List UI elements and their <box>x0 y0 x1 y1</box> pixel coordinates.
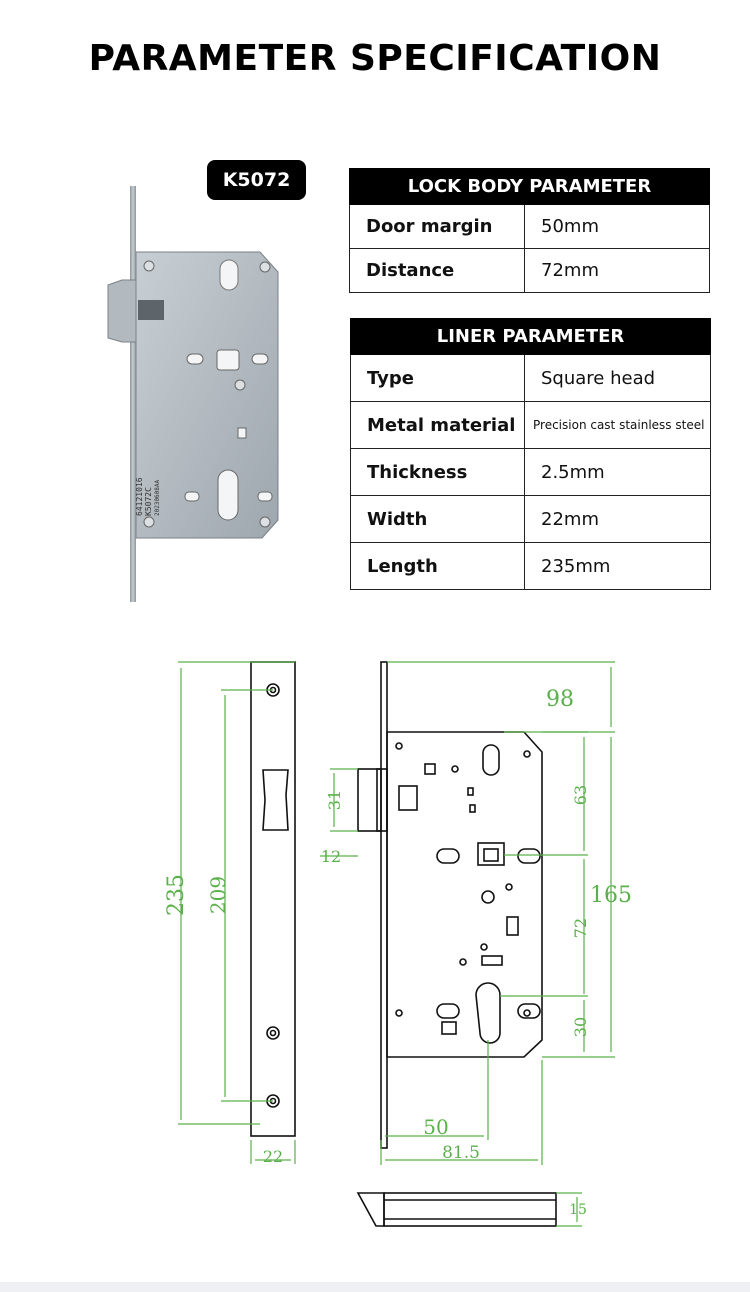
row-label: Metal material <box>350 401 525 449</box>
photo-stamp-2: K5072C <box>144 487 153 516</box>
photo-cylinder-hole <box>217 469 239 521</box>
table-row: Metal material Precision cast stainless … <box>350 401 711 449</box>
dim-81-5: 81.5 <box>442 1143 480 1163</box>
technical-drawing: 235 209 22 98 63 165 72 30 31 12 50 81.5… <box>164 661 632 1227</box>
table-row: Door margin 50mm <box>349 204 711 249</box>
dim-50: 50 <box>423 1115 448 1139</box>
dim-98: 98 <box>546 687 574 712</box>
lock-photo: 64121016 K5072C 20230608AA <box>107 186 279 602</box>
photo-spring <box>138 300 164 320</box>
row-value: 22mm <box>524 495 711 543</box>
dim-22: 22 <box>263 1147 283 1166</box>
side-faceplate <box>380 661 388 1149</box>
table-row: Thickness 2.5mm <box>350 448 711 496</box>
dim-72: 72 <box>571 918 590 938</box>
model-badge: K5072 <box>207 160 306 200</box>
dimension-lines <box>178 661 615 1227</box>
table-row: Distance 72mm <box>349 248 711 293</box>
photo-faceplate <box>130 186 136 602</box>
row-value: Square head <box>524 354 711 402</box>
row-label: Width <box>350 495 525 543</box>
cylinder-hole <box>475 982 501 1044</box>
dim-63: 63 <box>571 785 590 805</box>
bolt-outline <box>383 1192 557 1227</box>
row-value: 235mm <box>524 542 711 590</box>
row-label: Thickness <box>350 448 525 496</box>
row-label: Type <box>350 354 525 402</box>
photo-case <box>135 251 279 539</box>
faceplate-latch-slot <box>262 769 289 831</box>
lock-body-table: LOCK BODY PARAMETER Door margin 50mm Dis… <box>348 168 711 293</box>
handle-spindle <box>477 842 505 866</box>
dim-30: 30 <box>571 1017 590 1037</box>
row-value: 72mm <box>523 248 711 293</box>
row-label: Distance <box>349 248 525 293</box>
liner-table: LINER PARAMETER Type Square head Metal m… <box>350 318 711 590</box>
row-value: 2.5mm <box>524 448 711 496</box>
liner-header: LINER PARAMETER <box>350 318 711 355</box>
table-row: Width 22mm <box>350 495 711 543</box>
dim-235: 235 <box>164 874 189 916</box>
photo-latch <box>107 279 141 343</box>
row-label: Length <box>350 542 525 590</box>
row-label: Door margin <box>349 204 525 249</box>
dim-15: 15 <box>569 1202 587 1218</box>
dim-165: 165 <box>590 883 632 908</box>
dim-12: 12 <box>321 847 341 866</box>
bottom-strip <box>0 1282 750 1292</box>
photo-stamp-3: 20230608AA <box>154 479 161 516</box>
faceplate-outline <box>250 661 296 1137</box>
dim-209: 209 <box>206 876 230 914</box>
page-title: PARAMETER SPECIFICATION <box>88 38 662 79</box>
photo-stamp-1: 64121016 <box>135 477 144 516</box>
dim-31: 31 <box>325 790 344 810</box>
table-row: Length 235mm <box>350 542 711 590</box>
lock-body-header: LOCK BODY PARAMETER <box>348 168 711 205</box>
row-value: Precision cast stainless steel <box>524 401 711 449</box>
table-row: Type Square head <box>350 354 711 402</box>
latch-outline <box>357 768 382 832</box>
row-value: 50mm <box>523 204 711 249</box>
